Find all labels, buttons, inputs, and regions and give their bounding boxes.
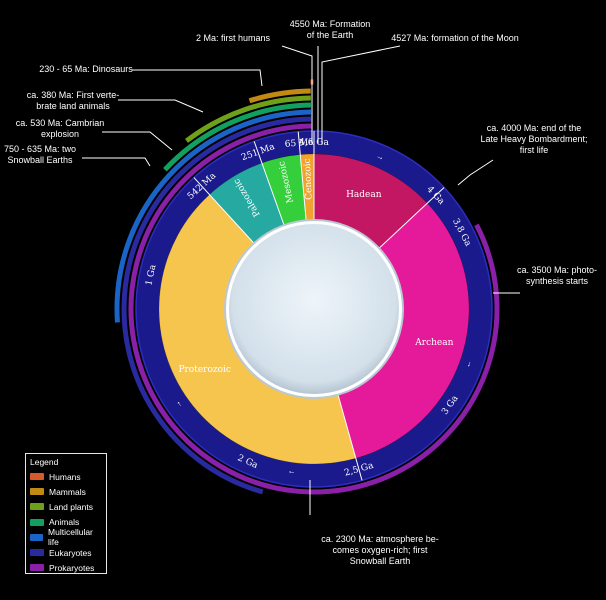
legend-label-mammals: Mammals [49,486,86,497]
annotation-line: ca. 380 Ma: First verte- [27,90,120,100]
annotation-formation-moon: 4527 Ma: formation of the Moon [321,33,519,144]
legend-swatch-humans [30,473,44,481]
eon-boundary-line [253,141,285,227]
legend: Legend Humans Mammals Land plants Animal… [25,453,107,574]
eon-label-proterozoic: Proterozoic [178,365,231,375]
legend-swatch-prokaryotes [30,564,44,572]
annotation-line: Snowball Earth [350,556,411,566]
annotation-leader-line [132,69,263,87]
life-arc-land-plants [184,95,311,143]
annotation-line: 4527 Ma: formation of the Moon [391,33,519,43]
annotation-line: first life [520,145,549,155]
annotation-text-photosynthesis: ca. 3500 Ma: photo-synthesis starts [517,265,597,286]
annotation-line: Late Heavy Bombardment; [480,134,587,144]
annotation-line: brate land animals [36,101,110,111]
eon-boundary-line [297,131,307,222]
annotation-land-animals: ca. 380 Ma: First verte-brate land anima… [27,90,204,113]
legend-item-eukaryotes: Eukaryotes [30,545,102,560]
life-arc-mammals [248,88,311,104]
legend-swatch-multicellular [30,533,44,541]
annotation-line: 2 Ma: first humans [196,33,271,43]
ring-arrow-icon: → [465,359,476,370]
annotation-line: comes oxygen-rich; first [332,545,428,555]
legend-label-eukaryotes: Eukaryotes [49,547,92,558]
annotation-text-formation-moon: 4527 Ma: formation of the Moon [391,33,519,43]
annotation-leader-line [102,131,173,151]
annotation-text-oxygen: ca. 2300 Ma: atmosphere be-comes oxygen-… [321,534,439,566]
annotation-line: 750 - 635 Ma: two [4,144,76,154]
legend-label-prokaryotes: Prokaryotes [49,562,95,573]
annotation-line: of the Earth [307,30,354,40]
annotation-text-land-animals: ca. 380 Ma: First verte-brate land anima… [27,90,120,111]
annotation-photosynthesis: ca. 3500 Ma: photo-synthesis starts [493,265,597,294]
legend-swatch-mammals [30,488,44,496]
annotation-first-humans: 2 Ma: first humans [196,33,313,144]
life-arc-animals [163,102,311,172]
legend-swatch-eukaryotes [30,549,44,557]
annotation-leader-line [82,157,151,167]
legend-swatch-animals [30,518,44,526]
annotation-leader-line [281,45,313,144]
annotation-text-dinosaurs: 230 - 65 Ma: Dinosaurs [39,64,133,74]
center-disc [224,219,404,399]
annotation-line: ca. 2300 Ma: atmosphere be- [321,534,439,544]
legend-item-prokaryotes: Prokaryotes [30,560,102,575]
center-face [229,224,399,394]
annotation-line: ca. 530 Ma: Cambrian [16,118,105,128]
ring-label-4-6-ga: 4,6 Ga [299,138,329,148]
annotation-oxygen: ca. 2300 Ma: atmosphere be-comes oxygen-… [309,480,439,566]
eon-label-hadean: Hadean [346,190,382,200]
legend-item-mammals: Mammals [30,484,102,499]
ring-arrow-icon: → [287,468,296,478]
annotation-leader-line [457,159,494,186]
annotation-line: ca. 3500 Ma: photo- [517,265,597,275]
legend-item-multicellular: Multicellular life [30,527,102,548]
annotation-leader-line [118,99,204,113]
annotation-line: synthesis starts [526,276,589,286]
annotation-line: explosion [41,129,79,139]
legend-swatch-land-plants [30,503,44,511]
life-arc-prokaryotes [128,123,500,495]
ring-arrow-icon: → [172,399,184,411]
legend-item-animals: Animals [30,515,102,530]
annotation-leader-line [321,45,401,144]
annotation-line: 230 - 65 Ma: Dinosaurs [39,64,133,74]
legend-label-land-plants: Land plants [49,501,93,512]
ring-arrow-icon: → [375,151,386,162]
legend-label-animals: Animals [49,517,80,528]
eon-boundary-line [377,187,445,250]
life-arc-multicellular [114,109,312,323]
annotation-line: ca. 4000 Ma: end of the [487,123,582,133]
ring-label-65-ma: 65 Ma [284,137,314,150]
eon-boundary-line [337,393,363,481]
legend-item-humans: Humans [30,469,102,484]
annotation-line: Snowball Earths [7,155,73,165]
life-arcs [114,79,500,495]
eon-label-cenozoic: Cenozoic [303,158,315,200]
annotation-dinosaurs: 230 - 65 Ma: Dinosaurs [39,64,263,87]
legend-item-land-plants: Land plants [30,499,102,514]
eon-boundary-line [193,177,256,245]
legend-title: Legend [30,457,59,467]
life-arc-eukaryotes [121,116,312,495]
eon-label-archean: Archean [414,338,453,348]
legend-label-multicellular: Multicellular life [48,527,93,548]
legend-label-humans: Humans [49,471,81,482]
annotation-text-first-humans: 2 Ma: first humans [196,33,271,43]
annotation-line: 4550 Ma: Formation [290,19,371,29]
ring-label-1-ga: 1 Ga [144,263,158,286]
